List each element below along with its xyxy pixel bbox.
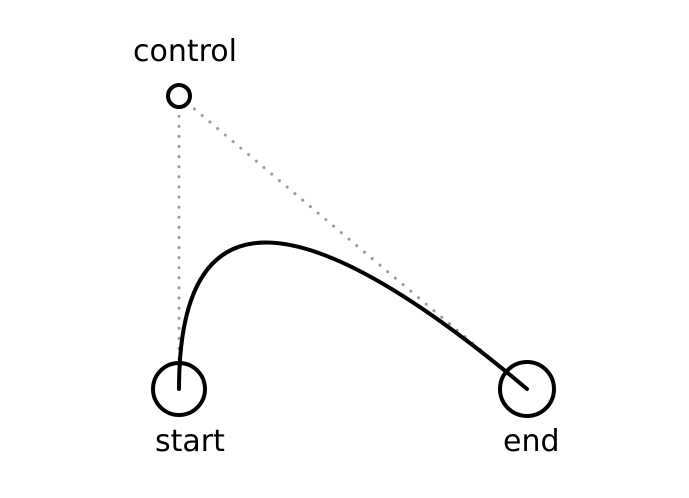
end-point-label: end (503, 424, 560, 459)
start-point-label: start (155, 424, 225, 459)
end-point-handle[interactable] (498, 360, 556, 418)
bezier-curve[interactable] (177, 240, 529, 391)
control-point-label: control (133, 34, 237, 69)
control-point-handle[interactable] (166, 83, 192, 109)
start-point-handle[interactable] (151, 361, 207, 417)
